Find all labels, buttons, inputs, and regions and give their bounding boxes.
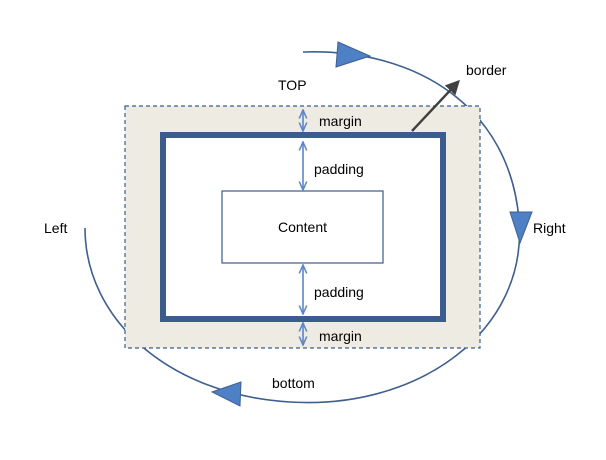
label-padding-top: padding <box>314 161 364 177</box>
direction-marker-right <box>509 211 533 245</box>
label-left: Left <box>44 220 67 236</box>
label-right: Right <box>533 220 566 236</box>
label-border: border <box>466 62 507 78</box>
label-padding-bottom: padding <box>314 284 364 300</box>
label-margin-top: margin <box>319 113 362 129</box>
label-content: Content <box>278 219 327 235</box>
label-margin-bottom: margin <box>319 328 362 344</box>
label-bottom: bottom <box>272 375 315 391</box>
content-box <box>221 190 384 264</box>
border-pointer-arrow <box>411 79 460 132</box>
direction-marker-bottom <box>210 381 242 407</box>
label-top: TOP <box>278 77 307 93</box>
direction-marker-top <box>335 41 372 68</box>
